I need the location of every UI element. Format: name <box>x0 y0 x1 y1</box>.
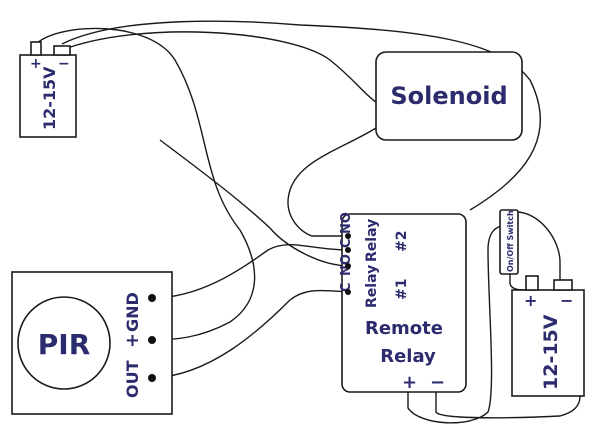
wire-middle-cross <box>159 139 351 267</box>
relay-title-line2: Relay <box>380 346 436 367</box>
switch-label: On/Off Switch <box>506 210 515 272</box>
relay-contact-dot-4 <box>345 289 351 295</box>
solenoid: Solenoid <box>375 51 523 141</box>
solenoid-label: Solenoid <box>390 82 507 110</box>
pir-pin-plus <box>148 336 156 344</box>
pir-lens <box>17 296 111 390</box>
battery-right-body <box>511 289 585 397</box>
relay-body <box>341 213 467 393</box>
relay-contact-no-top: NO <box>339 212 354 234</box>
relay-contact-c-bottom: C <box>339 282 354 292</box>
wire-battery-minus-to-solenoid <box>61 31 377 103</box>
relay2-line2: #2 <box>394 231 410 252</box>
pir-sensor: PIR GND + OUT <box>11 271 173 415</box>
pir-pin-plus-label: + <box>122 333 143 348</box>
battery-left-plus: + <box>30 56 42 72</box>
pir-pin-out-label: OUT <box>123 360 142 398</box>
battery-left-body <box>19 54 77 138</box>
wire-battery-top-to-relay <box>61 20 541 211</box>
relay2-line1: Relay <box>364 219 380 262</box>
relay-contact-c-top: C <box>339 238 354 248</box>
pir-label: PIR <box>38 328 91 361</box>
relay-title-line1: Remote <box>365 318 443 339</box>
pir-pin-out <box>148 374 156 382</box>
battery-right-voltage: 12-15V <box>540 314 562 390</box>
relay-terminal-minus: − <box>430 372 445 393</box>
pir-pin-gnd-label: GND <box>123 292 142 332</box>
battery-left-voltage: 12-15V <box>40 66 59 130</box>
solenoid-body <box>375 51 523 141</box>
switch-body <box>499 209 519 275</box>
relay-terminal-plus: + <box>402 372 417 393</box>
battery-left-minus: − <box>58 56 70 72</box>
wire-solenoid-to-relay <box>287 127 377 237</box>
battery-right-minus: − <box>560 291 573 310</box>
wire-battery-plus-to-pir-plus <box>35 27 256 341</box>
relay1-line2: #1 <box>394 279 410 300</box>
battery-right-terminal-minus <box>553 279 573 291</box>
relay-contact-dot-3 <box>345 263 351 269</box>
pir-pin-gnd <box>148 294 156 302</box>
relay-contact-dot-2 <box>345 247 351 253</box>
battery-left: + − 12-15V <box>19 41 77 138</box>
wire-relay-minus-to-battery <box>435 388 581 419</box>
wire-relay-plus-to-switch <box>407 225 505 424</box>
battery-left-terminal-plus <box>30 41 42 56</box>
relay1-line1: Relay <box>364 265 380 308</box>
on-off-switch: On/Off Switch <box>499 209 519 275</box>
battery-right-plus: + <box>524 291 537 310</box>
battery-left-terminal-minus <box>53 45 71 56</box>
relay-contact-dot-1 <box>345 233 351 239</box>
wire-switch-to-battery <box>515 211 561 280</box>
battery-right: + − 12-15V <box>511 275 585 397</box>
wire-pir-out <box>151 289 351 379</box>
battery-right-terminal-plus <box>525 275 539 291</box>
remote-relay: C NO NO C Relay #2 Relay #1 Remote Relay… <box>339 212 467 393</box>
wires <box>35 20 581 424</box>
wire-pir-gnd <box>151 244 351 299</box>
